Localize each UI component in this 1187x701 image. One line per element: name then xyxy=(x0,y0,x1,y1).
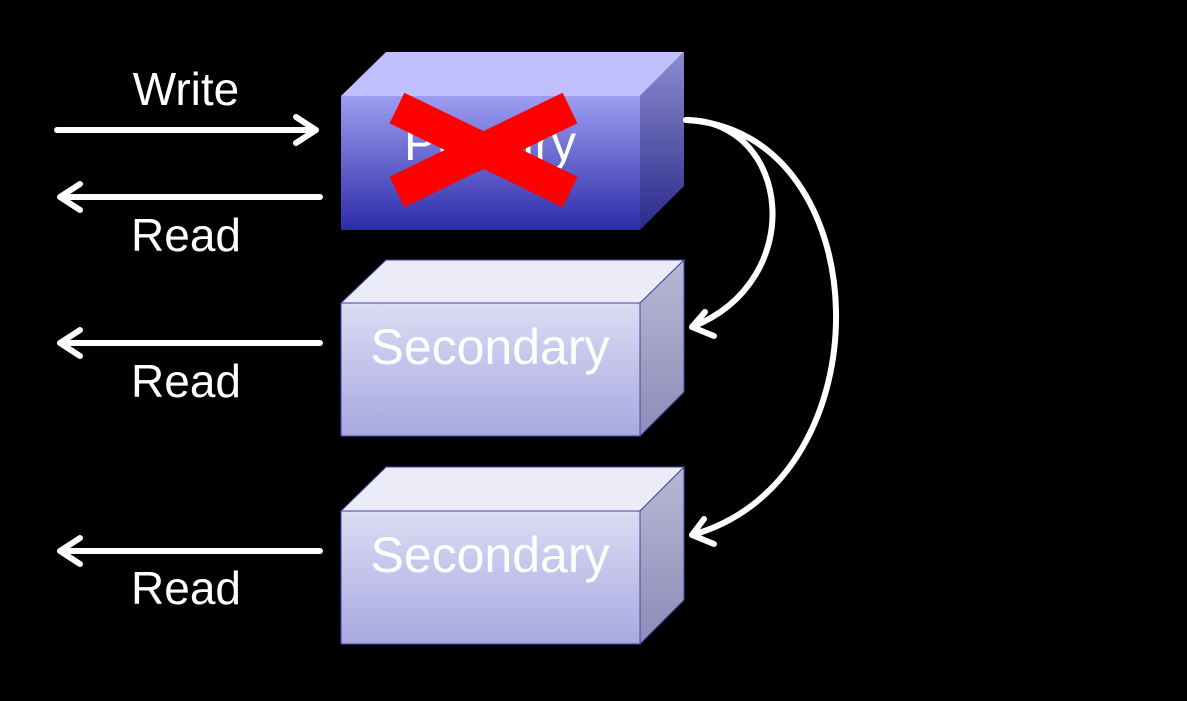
cross-icon xyxy=(389,92,578,208)
read-label: Read xyxy=(131,562,241,614)
read-arrow-2 xyxy=(57,327,323,359)
primary-node: Primary xyxy=(341,52,684,230)
replication-arrow-1 xyxy=(683,117,776,339)
write-arrow xyxy=(54,114,319,146)
secondary-node-1: Secondary xyxy=(339,258,686,438)
read-arrow-1 xyxy=(57,181,323,213)
secondary-node-2: Secondary xyxy=(339,465,686,646)
secondary-label: Secondary xyxy=(370,319,609,375)
secondary-label: Secondary xyxy=(370,527,609,583)
write-label: Write xyxy=(133,63,240,115)
read-label: Read xyxy=(131,209,241,261)
read-arrow-3 xyxy=(57,535,323,567)
replication-arrow-2 xyxy=(683,117,839,547)
read-label: Read xyxy=(131,355,241,407)
